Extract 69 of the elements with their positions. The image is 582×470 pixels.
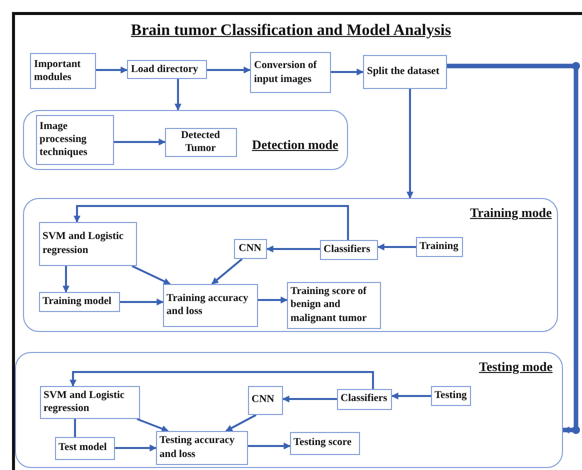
box-label: SVM and Logistic regression <box>44 388 126 416</box>
arrow <box>391 392 431 400</box>
process-box <box>38 292 120 312</box>
process-box <box>248 386 282 414</box>
box-label: CNN <box>252 393 274 407</box>
mode-panel <box>15 352 563 468</box>
box-label: Testing <box>434 388 467 402</box>
mode-panel <box>23 198 558 332</box>
process-box <box>430 386 470 406</box>
process-box <box>290 432 360 454</box>
arrow <box>225 414 256 432</box>
process-box <box>234 238 266 258</box>
process-box <box>286 282 380 328</box>
box-label: Important modules <box>34 58 82 84</box>
box-label: Classifiers <box>324 242 370 256</box>
process-box <box>156 430 248 464</box>
box-label: Image processing techniques <box>40 120 88 160</box>
arrow <box>62 266 70 293</box>
arrow <box>331 68 364 76</box>
process-box <box>416 236 462 256</box>
box-label: Conversion of input images <box>254 59 318 86</box>
box-label: Training score of benign and malignant tumor <box>290 285 368 325</box>
box-label: Training model <box>42 294 112 308</box>
box-label: SVM and Logistic regression <box>42 230 125 257</box>
arrow <box>114 138 166 146</box>
process-box <box>250 52 331 93</box>
box-label: Load directory <box>131 62 198 76</box>
process-box <box>320 240 378 260</box>
mode-panel <box>23 110 348 170</box>
process-box <box>30 53 96 89</box>
arrow <box>266 246 320 252</box>
arrow <box>120 298 164 306</box>
arrow <box>406 89 414 199</box>
box-label: Detected Tumor <box>180 128 222 156</box>
process-box <box>38 222 136 266</box>
arrow <box>132 265 171 285</box>
arrow <box>96 66 128 74</box>
process-box <box>36 114 114 164</box>
diagram-title: Brain tumor Classification and Model Analysis <box>130 22 452 40</box>
arrow <box>70 371 374 389</box>
arrow <box>377 244 416 250</box>
arrow <box>174 79 182 111</box>
arrow <box>207 66 251 74</box>
box-label: Testing accuracy and loss <box>160 434 236 461</box>
arrow <box>258 296 288 304</box>
box-label: Training accuracy and loss <box>166 292 250 318</box>
panel-heading: Training mode <box>470 205 552 221</box>
box-label: Split the dataset <box>367 65 440 79</box>
box-label: CNN <box>238 242 262 256</box>
process-box <box>40 386 140 418</box>
arrow <box>136 418 169 432</box>
box-label: Classifiers <box>340 392 388 406</box>
process-box <box>336 388 392 410</box>
arrow <box>447 62 580 434</box>
box-label: Test model <box>58 441 107 455</box>
panel-heading: Testing mode <box>479 359 553 375</box>
arrow <box>74 205 349 240</box>
process-box <box>162 284 258 326</box>
panel-heading: Detection mode <box>252 137 338 153</box>
arrow <box>211 258 243 285</box>
arrow <box>248 442 291 450</box>
arrow <box>282 396 337 402</box>
process-box <box>127 60 207 79</box>
process-box <box>164 128 236 156</box>
process-box <box>363 55 447 89</box>
process-box <box>54 436 114 460</box>
box-label: Testing score <box>294 436 352 450</box>
box-label: Training <box>420 240 458 254</box>
arrow <box>115 444 157 452</box>
